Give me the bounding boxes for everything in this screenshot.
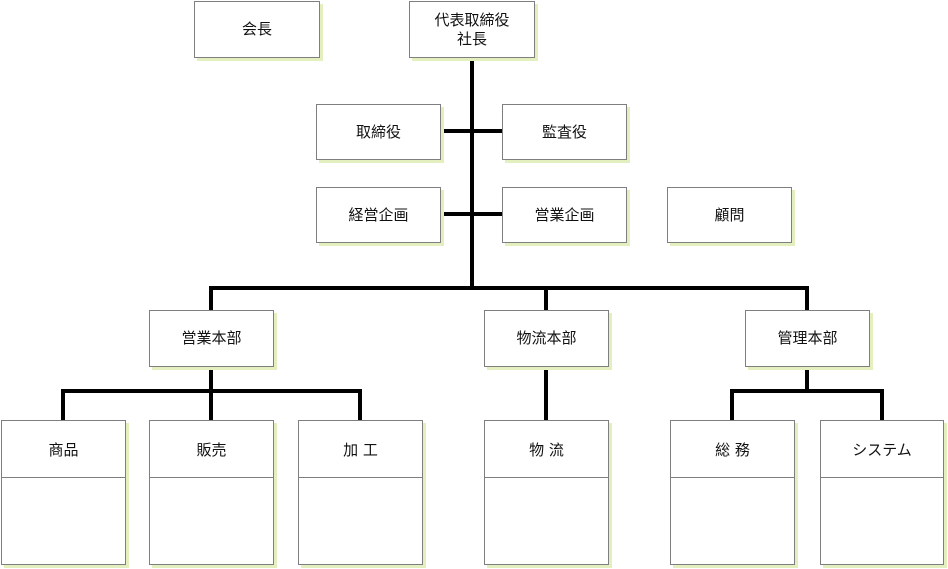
department-name-processing: 加 工 <box>299 421 422 478</box>
department-box-processing: 加 工 <box>298 420 423 565</box>
directors-label: 取締役 <box>355 122 401 141</box>
department-box-sales: 販売 <box>149 420 274 565</box>
sales-planning-label: 営業企画 <box>534 205 595 224</box>
chairman-box: 会長 <box>194 1 320 58</box>
admin-division-label: 管理本部 <box>777 329 838 347</box>
advisor-label: 顧問 <box>714 205 745 224</box>
logistics-division-box: 物流本部 <box>484 310 609 367</box>
advisor-box: 顧問 <box>667 187 792 243</box>
auditors-label: 監査役 <box>541 122 587 141</box>
sales-division-label: 営業本部 <box>181 329 242 347</box>
department-name-logistics: 物 流 <box>485 421 608 478</box>
department-box-general-affairs: 総 務 <box>670 420 795 565</box>
management-planning-box: 経営企画 <box>316 187 441 243</box>
department-name-sales: 販売 <box>150 421 273 478</box>
department-name-product: 商品 <box>2 421 125 478</box>
ceo-box: 代表取締役 社長 <box>409 1 535 58</box>
logistics-division-label: 物流本部 <box>516 329 577 347</box>
chairman-label: 会長 <box>241 20 272 38</box>
sales-division-box: 営業本部 <box>149 310 274 367</box>
admin-division-box: 管理本部 <box>745 310 870 367</box>
department-box-product: 商品 <box>1 420 126 565</box>
department-name-system: システム <box>821 421 943 478</box>
auditors-box: 監査役 <box>502 104 627 160</box>
department-name-general-affairs: 総 務 <box>671 421 794 478</box>
ceo-label-line1: 代表取締役 <box>434 10 510 29</box>
management-planning-label: 経営企画 <box>348 205 409 224</box>
department-box-logistics: 物 流 <box>484 420 609 565</box>
department-box-system: システム <box>820 420 944 565</box>
ceo-label-line2: 社長 <box>456 29 487 48</box>
directors-box: 取締役 <box>316 104 441 160</box>
sales-planning-box: 営業企画 <box>502 187 627 243</box>
